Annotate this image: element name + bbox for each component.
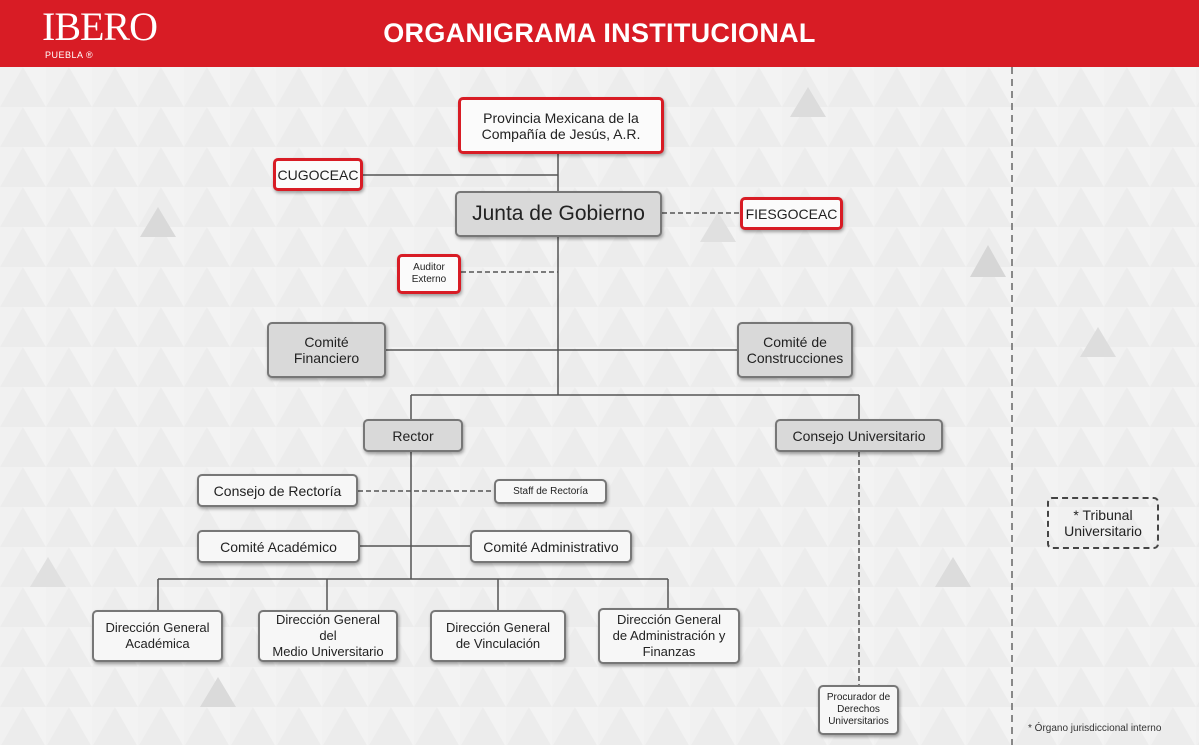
footnote: * Órgano jurisdiccional interno (1028, 723, 1162, 734)
node-cugoceac: CUGOCEAC (273, 158, 363, 191)
node-fiesgoceac: FIESGOCEAC (740, 197, 843, 230)
node-provincia-mexicana: Provincia Mexicana de la Compañía de Jes… (458, 97, 664, 154)
node-junta-de-gobierno: Junta de Gobierno (455, 191, 662, 237)
node-consejo-universitario: Consejo Universitario (775, 419, 943, 452)
node-dg-medio-universitario: Dirección General del Medio Universitari… (258, 610, 398, 662)
node-staff-de-rectoria: Staff de Rectoría (494, 479, 607, 504)
ibero-logo[interactable]: IBERO (42, 4, 158, 49)
node-dg-vinculacion: Dirección General de Vinculación (430, 610, 566, 662)
page-title: ORGANIGRAMA INSTITUCIONAL (383, 18, 816, 48)
node-dg-academica: Dirección General Académica (92, 610, 223, 662)
node-consejo-de-rectoria: Consejo de Rectoría (197, 474, 358, 507)
node-procurador-derechos-universitarios: Procurador de Derechos Universitarios (818, 685, 899, 735)
logo-subtitle: PUEBLA ® (45, 50, 94, 60)
node-rector: Rector (363, 419, 463, 452)
node-comite-financiero: Comité Financiero (267, 322, 386, 378)
node-comite-administrativo: Comité Administrativo (470, 530, 632, 563)
header-bar: IBERO PUEBLA ® ORGANIGRAMA INSTITUCIONAL (0, 0, 1199, 67)
node-comite-construcciones: Comité de Construcciones (737, 322, 853, 378)
node-auditor-externo: Auditor Externo (397, 254, 461, 294)
node-comite-academico: Comité Académico (197, 530, 360, 563)
node-tribunal-universitario: * Tribunal Universitario (1047, 497, 1159, 549)
node-dg-administracion-finanzas: Dirección General de Administración y Fi… (598, 608, 740, 664)
